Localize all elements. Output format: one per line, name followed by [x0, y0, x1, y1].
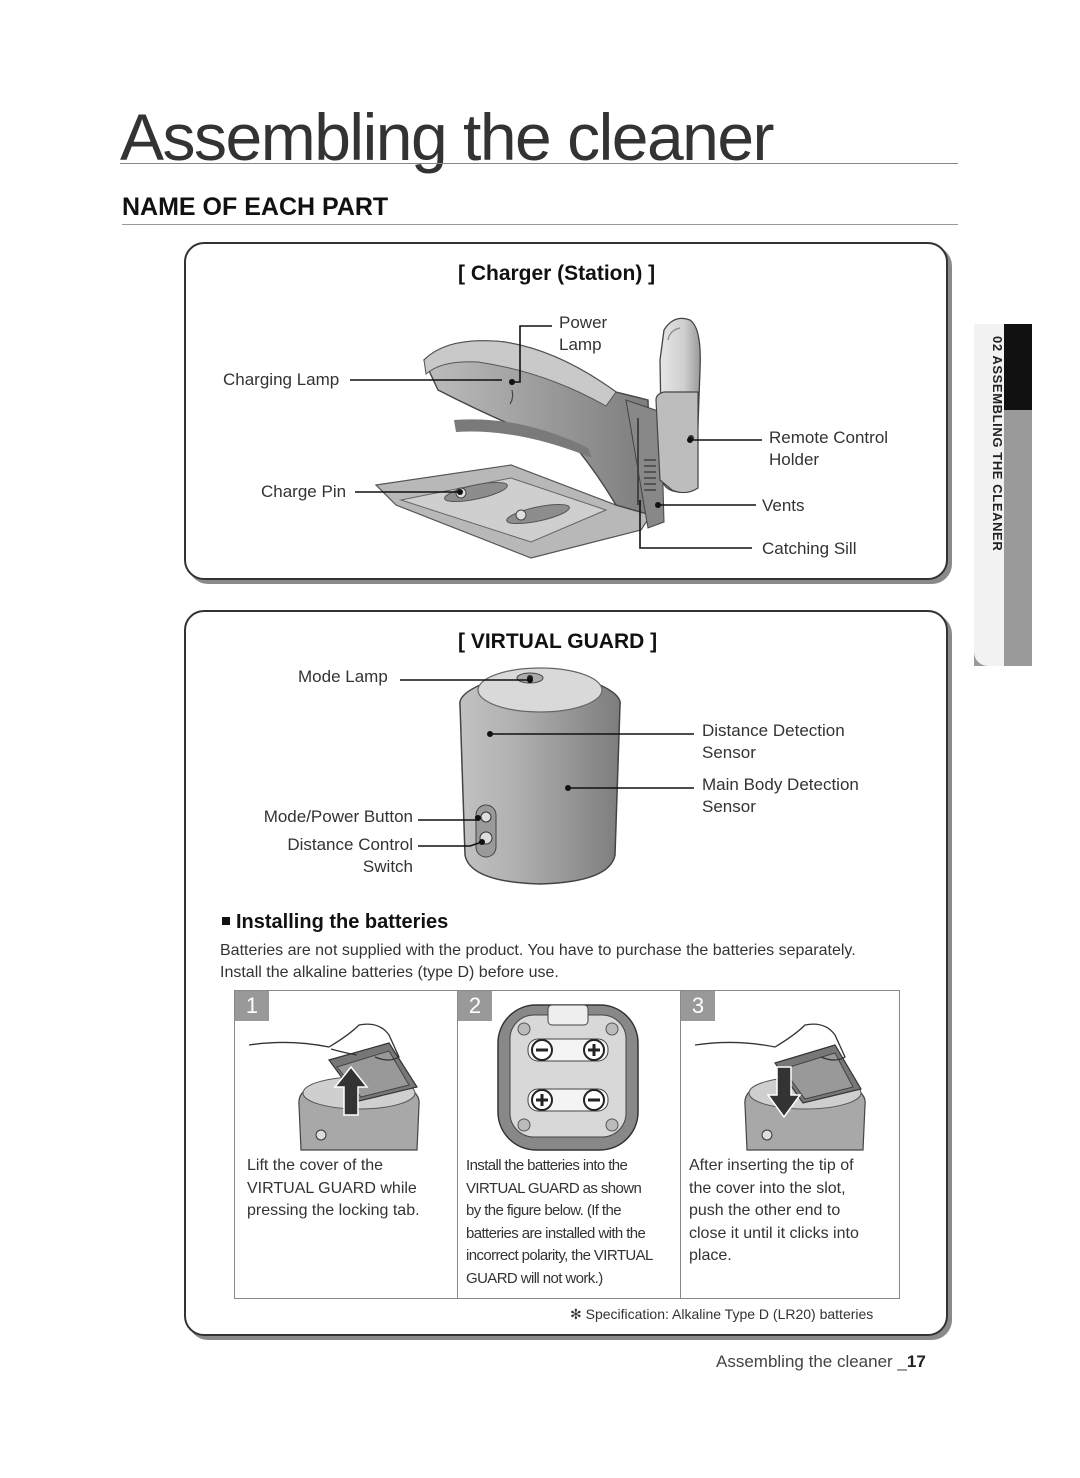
step-3-text: After inserting the tip of the cover int…: [689, 1157, 859, 1264]
step-divider: [457, 991, 458, 1298]
chapter-tab-marker: [1004, 324, 1032, 410]
step-2: 2 Install the batteries into the VIRTUAL…: [458, 991, 680, 1298]
label-charge-pin: Charge Pin: [261, 482, 347, 501]
label-vents: Vents: [762, 496, 805, 515]
step-2-text: Install the batteries into the VIRTUAL G…: [466, 1157, 653, 1287]
installing-body: Batteries are not supplied with the prod…: [220, 942, 856, 981]
chapter-tab-strip: [974, 324, 1004, 666]
page-footer: Assembling the cleaner _17: [716, 1352, 926, 1371]
label-mode-power-button: Mode/Power Button: [263, 807, 413, 826]
battery-steps: 1 Lift the cover of the VIRTUAL GUARD wh…: [234, 990, 900, 1299]
section-divider: [122, 224, 958, 225]
step-1: 1 Lift the cover of the VIRTUAL GUARD wh…: [235, 991, 457, 1298]
spec-note: ✻ Specification: Alkaline Type D (LR20) …: [570, 1306, 874, 1322]
chapter-tab-label: 02 ASSEMBLING THE CLEANER: [990, 336, 1005, 552]
virtual-guard-illustration: [459, 667, 621, 885]
label-catching-sill: Catching Sill: [762, 539, 857, 558]
label-charging-lamp: Charging Lamp: [223, 370, 340, 389]
square-bullet-icon: [222, 917, 230, 925]
virtual-guard-title: [ VIRTUAL GUARD ]: [458, 630, 658, 653]
installing-heading: Installing the batteries: [222, 911, 448, 934]
page-title: Assembling the cleaner: [120, 100, 775, 174]
step-number: 1: [235, 991, 269, 1021]
step-number: 2: [458, 991, 492, 1021]
step-3-illustration: [695, 1023, 866, 1151]
charger-title: [ Charger (Station) ]: [458, 262, 656, 285]
section-heading: NAME OF EACH PART: [122, 193, 389, 221]
title-divider: [120, 163, 958, 164]
step-3: 3 After inserting the tip of the cover i…: [681, 991, 899, 1298]
label-mode-lamp: Mode Lamp: [298, 667, 388, 686]
step-1-illustration: [249, 1023, 420, 1151]
step-2-illustration: [497, 1004, 639, 1151]
step-divider: [680, 991, 681, 1298]
page-number: 17: [906, 1352, 926, 1371]
step-1-text: Lift the cover of the VIRTUAL GUARD whil…: [247, 1157, 420, 1219]
step-number: 3: [681, 991, 715, 1021]
